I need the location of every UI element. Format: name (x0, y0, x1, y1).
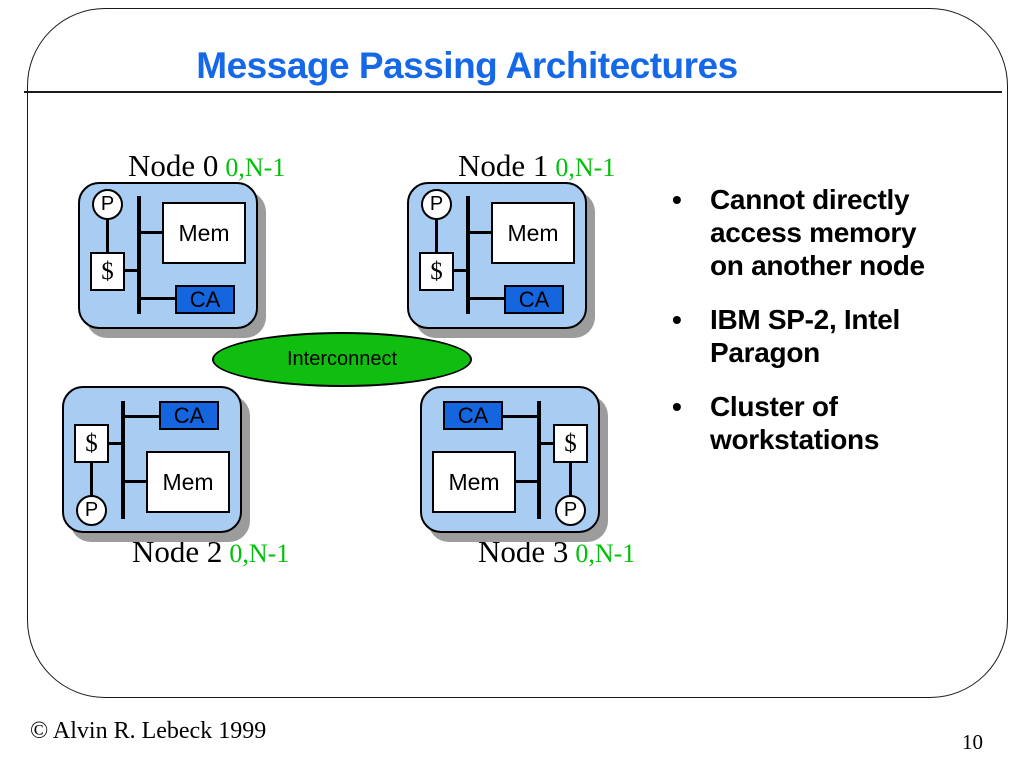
bullet-item: • Cannot directly access memory on anoth… (672, 183, 1007, 282)
node-range: 0,N-1 (555, 153, 616, 182)
memory-box: Mem (432, 451, 516, 513)
bullet-text: Cannot directly access memory on another… (710, 184, 925, 281)
title-underline (24, 91, 1002, 94)
node-3-box: P $ Mem CA (420, 386, 600, 533)
slide-border (27, 8, 1008, 698)
comm-assist-box: CA (159, 401, 219, 430)
bus-line (121, 401, 125, 519)
bullet-text: Cluster of workstations (710, 391, 880, 455)
copyright-text: © Alvin R. Lebeck 1999 (30, 718, 267, 744)
processor-circle: P (92, 189, 123, 220)
connector-line (453, 269, 467, 272)
cache-box: $ (90, 252, 125, 291)
page-number: 10 (962, 730, 983, 754)
memory-box: Mem (162, 202, 246, 264)
node-2-box: P $ Mem CA (62, 386, 242, 533)
connector-line (501, 415, 537, 418)
connector-line (108, 442, 122, 445)
bullet-list: • Cannot directly access memory on anoth… (672, 183, 1007, 477)
connector-line (106, 218, 109, 254)
cache-box: $ (74, 424, 109, 463)
connector-line (435, 218, 438, 254)
processor-circle: P (421, 189, 452, 220)
node-name: Node 2 (132, 534, 223, 569)
memory-box: Mem (146, 451, 230, 513)
connector-line (140, 297, 176, 300)
processor-circle: P (555, 495, 586, 526)
bus-line (137, 196, 141, 314)
bus-line (537, 401, 541, 519)
connector-line (140, 231, 163, 234)
bus-line (466, 196, 470, 314)
node-range: 0,N-1 (225, 153, 286, 182)
node-name: Node 3 (478, 534, 569, 569)
node-range: 0,N-1 (229, 539, 290, 568)
node-name: Node 0 (128, 148, 219, 183)
comm-assist-box: CA (443, 401, 503, 430)
comm-assist-box: CA (504, 285, 564, 314)
connector-line (569, 462, 572, 497)
interconnect-ellipse: Interconnect (212, 332, 472, 387)
bullet-item: • IBM SP-2, Intel Paragon (672, 303, 1007, 369)
bullet-icon: • (672, 391, 682, 422)
node-1-box: P $ Mem CA (407, 182, 587, 329)
interconnect-label: Interconnect (286, 348, 398, 370)
connector-line (515, 480, 538, 483)
node-name: Node 1 (458, 148, 549, 183)
cache-box: $ (553, 424, 588, 463)
node-0-box: P $ Mem CA (78, 182, 258, 329)
connector-line (124, 269, 138, 272)
bullet-text: IBM SP-2, Intel Paragon (710, 304, 900, 368)
page-title: Message Passing Architectures (196, 45, 738, 86)
bullet-item: • Cluster of workstations (672, 390, 1007, 456)
memory-box: Mem (491, 202, 575, 264)
cache-box: $ (419, 252, 454, 291)
connector-line (124, 480, 147, 483)
connector-line (469, 231, 492, 234)
connector-line (90, 462, 93, 497)
connector-line (540, 442, 554, 445)
bullet-icon: • (672, 184, 682, 215)
node-range: 0,N-1 (575, 539, 636, 568)
bullet-icon: • (672, 304, 682, 335)
connector-line (469, 297, 505, 300)
connector-line (124, 415, 160, 418)
processor-circle: P (76, 495, 107, 526)
comm-assist-box: CA (175, 285, 235, 314)
